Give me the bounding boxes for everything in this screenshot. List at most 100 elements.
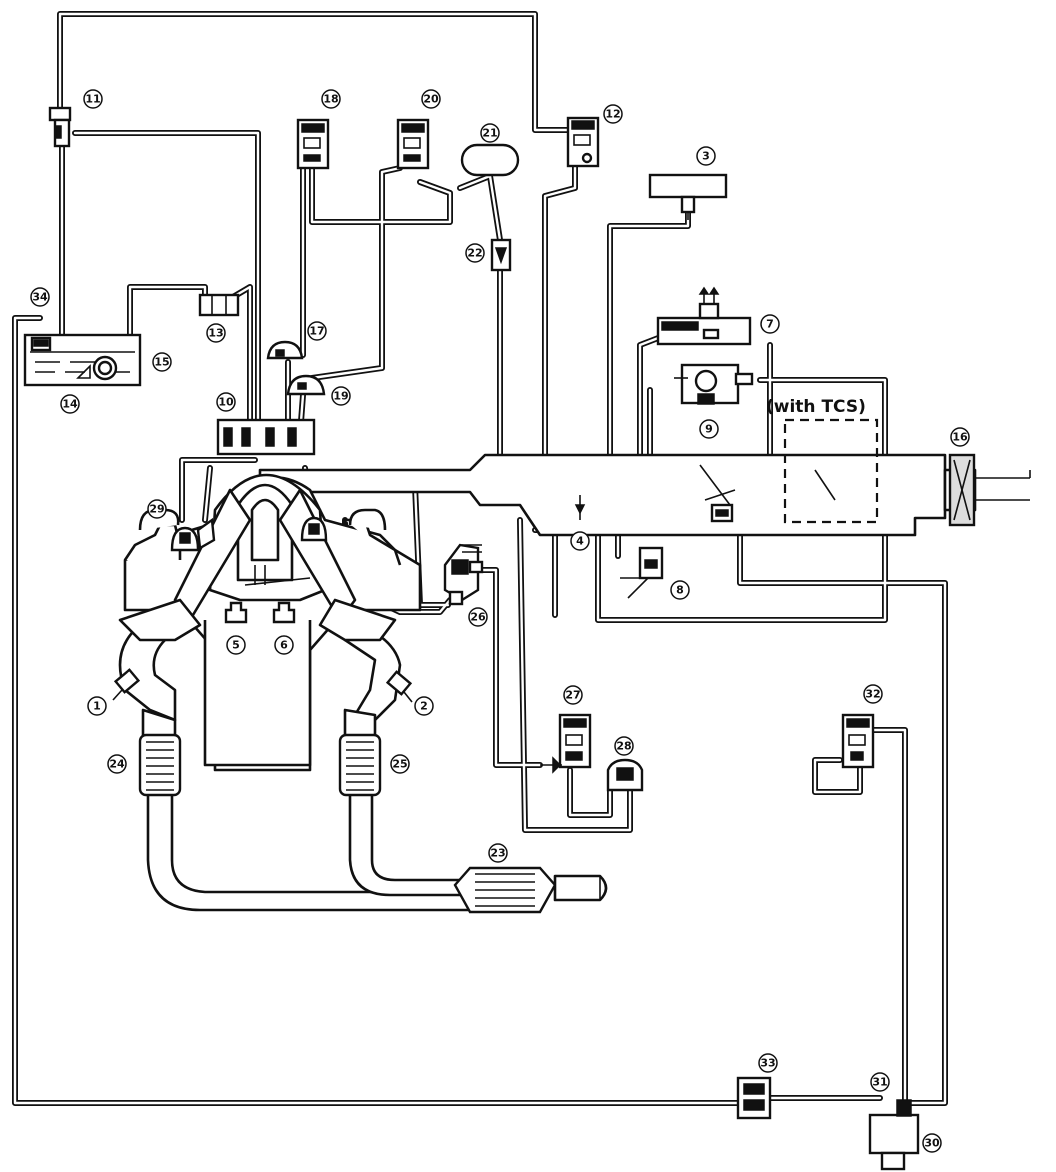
svg-text:21: 21 (482, 127, 497, 140)
component-33-valve (736, 1076, 772, 1120)
callout-3: 3 (696, 146, 716, 166)
svg-text:1: 1 (93, 700, 101, 713)
component-28-valve (606, 758, 644, 792)
svg-text:8: 8 (676, 584, 684, 597)
svg-text:14: 14 (62, 398, 78, 411)
svg-text:32: 32 (865, 688, 880, 701)
svg-text:27: 27 (565, 689, 580, 702)
component-5-sensor (224, 601, 248, 624)
svg-text:13: 13 (208, 327, 223, 340)
callout-26: 26 (468, 607, 488, 627)
svg-text:30: 30 (924, 1137, 940, 1150)
svg-text:9: 9 (705, 423, 713, 436)
svg-text:5: 5 (232, 639, 240, 652)
callout-5: 5 (226, 635, 246, 655)
callout-13: 13 (206, 323, 226, 343)
component-6-sensor (272, 601, 296, 624)
callout-7: 7 (760, 314, 780, 334)
engine-block (118, 473, 422, 772)
component-20-solenoid-valve (396, 118, 430, 170)
svg-text:17: 17 (309, 325, 324, 338)
svg-text:22: 22 (467, 247, 482, 260)
component-21-vacuum-tank (460, 143, 520, 177)
callout-4: 4 (570, 531, 590, 551)
throttle-actuator (710, 503, 734, 523)
svg-text:34: 34 (32, 291, 48, 304)
exhaust-system (138, 708, 608, 914)
svg-text:26: 26 (470, 611, 486, 624)
svg-text:18: 18 (323, 93, 338, 106)
callout-21: 21 (480, 123, 500, 143)
component-9-vacuum-switch (674, 363, 754, 405)
callout-27: 27 (563, 685, 583, 705)
callout-19: 19 (331, 386, 351, 406)
callout-11: 11 (83, 89, 103, 109)
callout-24: 24 (107, 754, 127, 774)
callout-16: 16 (950, 427, 970, 447)
front-catalytic-converter-left (138, 733, 182, 797)
callout-29: 29 (147, 499, 167, 519)
component-12-solenoid-valve (566, 116, 600, 168)
component-18-solenoid-valve (296, 118, 330, 170)
component-7-valve (656, 286, 752, 346)
callout-33: 33 (758, 1053, 778, 1073)
tcs-annotation: (with TCS) (766, 397, 866, 417)
svg-text:16: 16 (952, 431, 968, 444)
callout-22: 22 (465, 243, 485, 263)
callout-34: 34 (30, 287, 50, 307)
svg-text:12: 12 (605, 108, 620, 121)
svg-text:33: 33 (760, 1057, 775, 1070)
intake-duct (258, 453, 1031, 537)
svg-text:19: 19 (333, 390, 348, 403)
callout-15: 15 (152, 352, 172, 372)
callout-1: 1 (87, 696, 107, 716)
component-27-solenoid-valve (540, 713, 592, 774)
component-29-valve-right (300, 516, 328, 542)
callout-20: 20 (421, 89, 441, 109)
callout-17: 17 (307, 321, 327, 341)
svg-text:25: 25 (392, 758, 407, 771)
svg-text:31: 31 (872, 1076, 887, 1089)
component-3-sensor (648, 173, 728, 220)
callout-23: 23 (488, 843, 508, 863)
component-30-canister (868, 1099, 920, 1171)
callout-30: 30 (922, 1133, 942, 1153)
svg-text:28: 28 (616, 740, 631, 753)
svg-text:4: 4 (576, 535, 584, 548)
callout-25: 25 (390, 754, 410, 774)
component-13-filter (198, 293, 240, 317)
callout-31: 31 (870, 1072, 890, 1092)
svg-text:20: 20 (423, 93, 439, 106)
callout-10: 10 (216, 392, 236, 412)
component-19-valve (286, 374, 326, 396)
component-15-fuel-tank (23, 333, 142, 387)
component-10-injectors (216, 418, 316, 456)
component-32-solenoid-valve (841, 713, 875, 769)
component-2-oxygen-sensor (385, 670, 413, 703)
svg-text:10: 10 (218, 396, 234, 409)
component-26-egr-valve (443, 543, 484, 606)
callout-28: 28 (614, 736, 634, 756)
svg-text:24: 24 (109, 758, 125, 771)
svg-text:6: 6 (280, 639, 288, 652)
callout-9: 9 (699, 419, 719, 439)
svg-text:3: 3 (702, 150, 710, 163)
component-4-fitting (574, 495, 586, 520)
callout-6: 6 (274, 635, 294, 655)
callout-8: 8 (670, 580, 690, 600)
svg-text:15: 15 (154, 356, 169, 369)
component-8-idle-air-control (620, 546, 664, 599)
callout-14: 14 (60, 394, 80, 414)
svg-text:7: 7 (766, 318, 774, 331)
component-11-check-valve (48, 106, 72, 148)
tcs-throttle-box (783, 418, 879, 524)
svg-text:29: 29 (149, 503, 164, 516)
component-17-valve (266, 340, 304, 360)
front-catalytic-converter-right (338, 733, 382, 797)
callout-18: 18 (321, 89, 341, 109)
callout-32: 32 (863, 684, 883, 704)
svg-text:11: 11 (85, 93, 100, 106)
component-22-check-valve (490, 238, 512, 272)
svg-text:23: 23 (490, 847, 505, 860)
